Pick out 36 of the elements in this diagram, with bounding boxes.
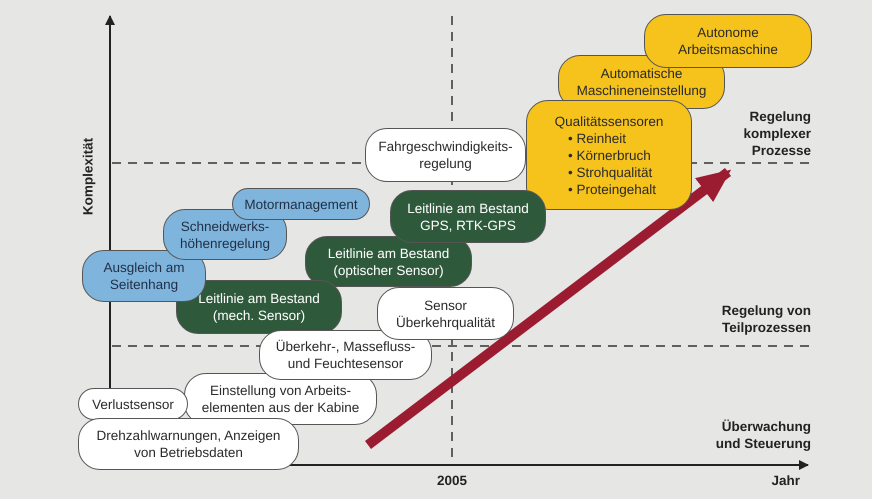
rounded-box (305, 236, 472, 287)
box-label: Motormanagement (244, 196, 358, 212)
bullet-item: • Strohqualität (568, 164, 654, 180)
level-label: Regelung komplexer Prozesse (742, 108, 811, 159)
box-label: Qualitätssensoren (554, 112, 664, 130)
rounded-box (390, 190, 546, 243)
box-label: Leitlinie am Bestand (mech. Sensor) (197, 290, 321, 324)
axis-label: Jahr (770, 472, 800, 489)
rounded-box (232, 188, 370, 220)
box-label: Ausgleich am Seitenhang (102, 259, 186, 293)
rounded-box (365, 128, 526, 182)
rounded-box (259, 330, 432, 380)
axis-label: 2005 (436, 472, 468, 489)
level-label: Überwachung und Steuerung (714, 418, 811, 452)
box-label: Automatische Maschineneinstellung (576, 65, 708, 99)
rounded-box (78, 388, 188, 420)
box-label: Drehzahlwarnungen, Anzeigen von Betriebsdaten (96, 427, 282, 461)
box-label: Leitlinie am Bestand GPS, RTK-GPS (406, 200, 530, 234)
level-label: Regelung von Teilprozessen (720, 302, 811, 336)
bullet-item: • Reinheit (568, 130, 627, 146)
box-label: Schneidwerks- höhenregelung (178, 218, 272, 252)
axis-label: Komplexität (80, 136, 96, 218)
box-label: Überkehr-, Massefluss- und Feuchtesensor (274, 338, 416, 372)
box-label: Leitlinie am Bestand (optischer Sensor) (326, 244, 450, 278)
bullet-item: • Proteingehalt (568, 180, 656, 198)
rounded-box (78, 418, 299, 470)
bullet-item: • Körnerbruch (568, 146, 652, 164)
box-label: Fahrgeschwindigkeits- regelung (377, 138, 514, 172)
box-label: Autonome Arbeitsmaschine (677, 24, 779, 58)
box-label: Verlustsensor (92, 396, 174, 412)
rounded-box (526, 100, 692, 210)
rounded-box (176, 280, 342, 334)
box-label: Sensor Überkehrqualität (394, 296, 496, 330)
box-label: Einstellung von Arbeits- elementen aus der Kabine (200, 382, 360, 416)
rounded-box (377, 287, 514, 340)
rounded-box (644, 14, 812, 68)
